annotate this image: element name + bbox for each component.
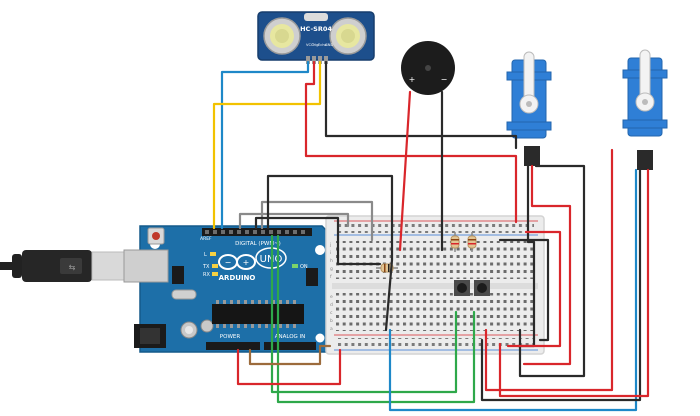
breadboard-terminal-top[interactable] [336,241,536,279]
svg-text:−: − [225,258,232,267]
on-led-label: ON [300,264,308,270]
wire-servo1-signal[interactable] [518,164,586,378]
row-label: h [330,258,333,264]
arduino-brand-text: ARDUINO [219,274,256,282]
sensor-pin-label: Trig [311,43,318,47]
wire-sensor-trig[interactable] [212,60,322,230]
row-label: c [330,311,333,316]
buzzer-minus-label: − [441,75,448,84]
breadboard[interactable]: j i h g f e d c b a [325,215,545,355]
resistor-1[interactable] [376,263,398,273]
power-label: POWER [220,334,241,340]
hc-sr04-sensor[interactable]: HC-SR04 VCC Trig Echo GND [257,11,375,64]
wire-sensor-vcc[interactable] [220,60,310,230]
sensor-pin-label: GND [325,43,333,47]
servo-connector [637,150,653,170]
svg-text:+: + [243,258,250,267]
row-label: b [330,318,333,324]
wire-gray-2[interactable] [238,212,350,230]
wire-rail-black[interactable] [498,238,550,342]
wire-5v[interactable] [236,348,342,386]
arduino-infinity-logo: − + [218,254,256,270]
wire-black-1[interactable] [266,174,394,332]
analog-header [264,342,316,350]
row-label: j [329,242,331,248]
row-label: a [330,327,333,332]
push-button-2[interactable] [474,280,490,296]
aref-label: AREF [200,236,212,242]
wire-buzzer-plus[interactable] [398,90,412,252]
breadboard-rail-top[interactable] [338,224,534,233]
servo-motor-2[interactable] [622,49,668,170]
breadboard-rail-bottom[interactable] [338,338,534,347]
wire-sensor-echo[interactable] [304,60,518,224]
buzzer-plus-label: + [409,75,416,84]
atmega-chip [212,304,304,324]
analog-label: ANALOG IN [275,334,306,340]
sensor-model-label: HC-SR04 [300,25,332,33]
usb-icon: ⇆ [69,263,76,272]
row-label: e [330,295,333,300]
reset-button-cap[interactable] [152,232,160,240]
usb-jack [123,249,169,283]
wire-servo2-vcc[interactable] [484,148,614,392]
wire-sensor-gnd[interactable] [324,60,518,150]
l-led-label: L [204,252,207,258]
tx-led-label: TX [202,264,210,270]
wire-servo2-signal[interactable] [498,168,650,398]
wire-rail-red[interactable] [506,230,562,348]
servo-connector [524,146,540,166]
row-label: i [330,250,331,256]
sensor-pin-label: Echo [318,43,327,47]
breadboard-terminal-bottom[interactable] [336,293,536,331]
resistor-3[interactable] [467,232,477,252]
wire-servo1-vcc[interactable] [522,164,572,366]
resistor-2[interactable] [450,232,460,252]
digital-label: DIGITAL (PWM~) [235,241,281,247]
rx-led-label: RX [203,272,210,278]
push-button-1[interactable] [454,280,470,296]
wire-servo2-gnd[interactable] [480,168,642,402]
wire-black-2[interactable] [254,216,382,266]
sensor-pin-label: VCC [306,43,314,47]
arduino-uno-board[interactable]: DIGITAL (PWM~) AREF L TX RX ON − + ARDUI… [123,225,339,353]
row-label: d [330,302,333,308]
servo-motor-1[interactable] [506,51,552,166]
wire-blue-servo2[interactable] [388,168,638,412]
row-label: f [330,274,332,280]
row-label: g [330,267,333,272]
wire-brown[interactable] [248,344,332,366]
piezo-buzzer[interactable]: + − [401,41,455,95]
power-header [206,342,260,350]
wire-green-1[interactable] [270,234,458,394]
wires [212,60,650,412]
wire-green-2[interactable] [276,234,476,404]
crystal [171,289,197,300]
